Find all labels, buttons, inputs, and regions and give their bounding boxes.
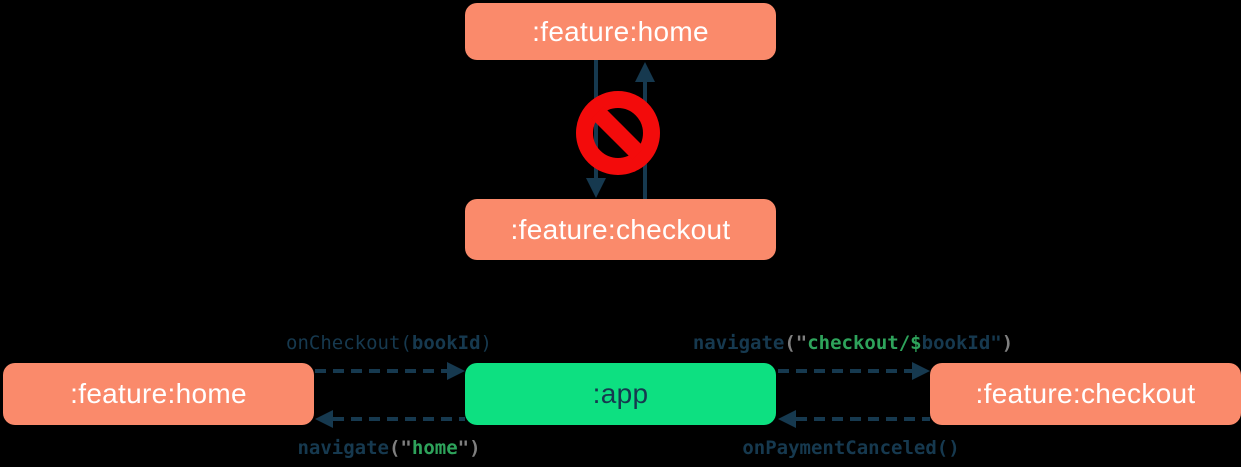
- arrow-home-to-app-head: [447, 362, 465, 380]
- node-label: :feature:checkout: [510, 213, 731, 245]
- code-punct: "): [457, 437, 481, 459]
- node-label: :feature:home: [70, 378, 247, 409]
- code-fn: navigate: [692, 332, 785, 354]
- node-label: :feature:home: [532, 15, 709, 47]
- arrow-checkout-to-app-head: [778, 410, 796, 428]
- arrow-app-to-home-head: [315, 410, 333, 428]
- arrow-checkout-to-home-head: [635, 62, 655, 82]
- code-string: home: [411, 437, 458, 459]
- code-quote: ": [990, 332, 1002, 354]
- no-entry-icon: [576, 91, 660, 175]
- code-template-dollar: $: [910, 332, 922, 354]
- arrow-app-to-home-line: [333, 417, 465, 421]
- arrow-home-to-app-line: [315, 369, 447, 373]
- code-var: bookId: [921, 332, 991, 354]
- label-navigate-checkout: navigate("checkout/$bookId"): [693, 331, 1013, 355]
- label-onpaymentcanceled: onPaymentCanceled(): [742, 436, 959, 460]
- code-punct: (: [400, 332, 412, 354]
- node-feature-home: :feature:home: [3, 363, 314, 425]
- code-fn: onPaymentCanceled: [742, 437, 937, 459]
- arrow-checkout-to-app-line: [796, 417, 930, 421]
- code-fn: navigate: [297, 437, 389, 459]
- node-app: :app: [465, 363, 776, 425]
- arrow-app-to-checkout-head: [912, 362, 930, 380]
- code-punct: (": [784, 332, 808, 354]
- label-oncheckout: onCheckout(bookId): [286, 331, 492, 355]
- node-feature-home-top: :feature:home: [465, 3, 776, 60]
- code-arg: bookId: [411, 332, 481, 354]
- node-feature-checkout: :feature:checkout: [930, 363, 1241, 425]
- node-label: :feature:checkout: [975, 378, 1196, 409]
- code-punct: ): [1001, 332, 1014, 354]
- code-punct: ): [480, 332, 492, 354]
- no-entry-slash: [591, 106, 645, 160]
- code-punct: (": [388, 437, 412, 459]
- arrow-app-to-checkout-line: [778, 369, 912, 373]
- arrow-home-to-checkout-head: [586, 178, 606, 198]
- node-label: :app: [592, 378, 649, 409]
- code-fn: onCheckout: [286, 332, 401, 354]
- code-punct: (): [936, 437, 960, 459]
- node-feature-checkout-top: :feature:checkout: [465, 199, 776, 260]
- code-string: checkout/: [807, 332, 911, 354]
- label-navigate-home: navigate("home"): [297, 436, 480, 460]
